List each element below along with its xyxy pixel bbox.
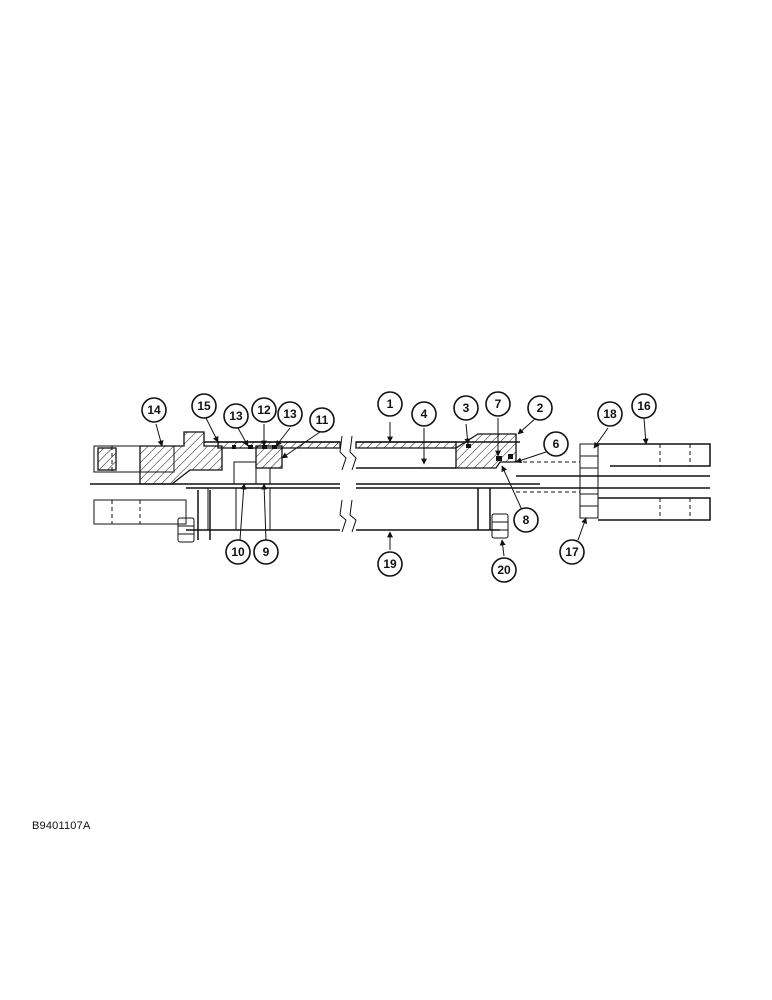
svg-text:1: 1 bbox=[387, 397, 394, 411]
svg-text:10: 10 bbox=[231, 545, 245, 559]
callout-4: 4 bbox=[411, 401, 437, 427]
svg-text:13: 13 bbox=[229, 409, 243, 423]
svg-text:14: 14 bbox=[147, 403, 161, 417]
callout-11: 11 bbox=[309, 407, 335, 433]
callout-18: 18 bbox=[597, 401, 623, 427]
rod-end-clevis bbox=[579, 443, 711, 521]
cylinder-barrel-left bbox=[90, 441, 341, 531]
svg-text:9: 9 bbox=[263, 545, 270, 559]
head-mounting-bolt bbox=[491, 513, 509, 539]
callout-9: 9 bbox=[253, 539, 279, 565]
svg-text:20: 20 bbox=[497, 563, 511, 577]
callout-2: 2 bbox=[527, 395, 553, 421]
svg-text:11: 11 bbox=[316, 413, 329, 427]
svg-text:18: 18 bbox=[603, 407, 617, 421]
callout-14: 14 bbox=[141, 397, 167, 423]
callout-8: 8 bbox=[513, 507, 539, 533]
callout-19: 19 bbox=[377, 551, 403, 577]
callout-13-right: 13 bbox=[277, 401, 303, 427]
svg-text:7: 7 bbox=[495, 397, 502, 411]
callout-12: 12 bbox=[251, 397, 277, 423]
callout-3: 3 bbox=[453, 395, 479, 421]
callout-6: 6 bbox=[543, 431, 569, 457]
callout-16: 16 bbox=[631, 393, 657, 419]
callout-13-left: 13 bbox=[223, 403, 249, 429]
svg-text:3: 3 bbox=[463, 401, 470, 415]
break-lines bbox=[339, 435, 357, 533]
svg-text:12: 12 bbox=[257, 403, 271, 417]
callout-15: 15 bbox=[191, 393, 217, 419]
base-mounting-bolt bbox=[177, 490, 211, 543]
figure-reference-code: B9401107A bbox=[32, 820, 91, 832]
svg-text:8: 8 bbox=[523, 513, 530, 527]
callout-10: 10 bbox=[225, 539, 251, 565]
svg-text:17: 17 bbox=[565, 545, 579, 559]
svg-text:6: 6 bbox=[553, 437, 560, 451]
callout-20: 20 bbox=[491, 557, 517, 583]
callout-1: 1 bbox=[377, 391, 403, 417]
piston-assembly bbox=[232, 445, 283, 485]
svg-text:2: 2 bbox=[537, 401, 544, 415]
base-end-clevis bbox=[93, 431, 223, 525]
svg-text:13: 13 bbox=[283, 407, 297, 421]
piston-rod bbox=[516, 461, 710, 493]
leader-lines bbox=[155, 417, 649, 557]
svg-text:19: 19 bbox=[383, 557, 397, 571]
cylinder-head-gland bbox=[455, 433, 517, 530]
callout-7: 7 bbox=[485, 391, 511, 417]
svg-text:15: 15 bbox=[197, 399, 211, 413]
svg-text:4: 4 bbox=[421, 407, 428, 421]
svg-text:16: 16 bbox=[637, 399, 651, 413]
callout-17: 17 bbox=[559, 539, 585, 565]
